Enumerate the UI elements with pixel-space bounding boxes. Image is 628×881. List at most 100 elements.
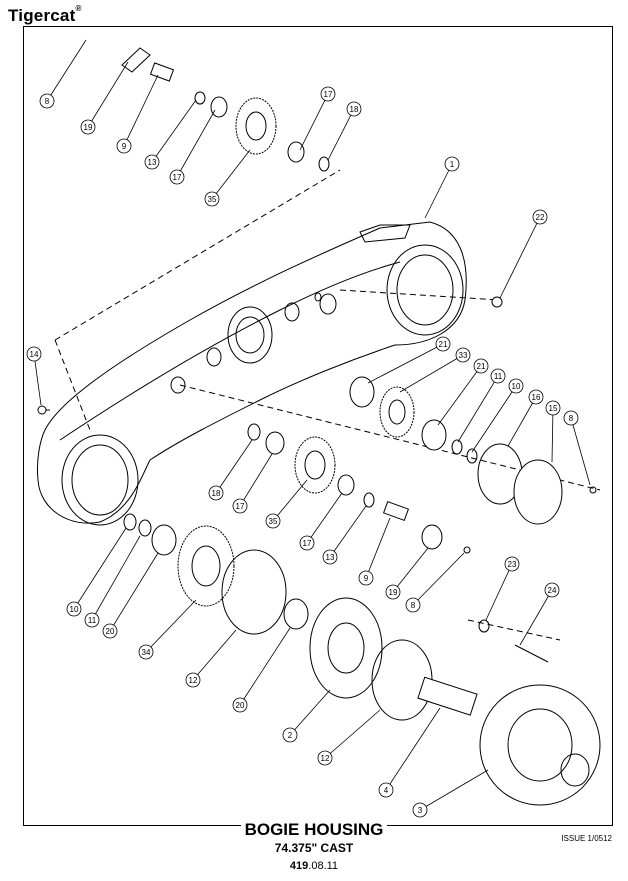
callout-label: 33 [459, 351, 468, 360]
callout-circle [444, 156, 460, 172]
page-number-suffix: .08.11 [308, 860, 339, 872]
housing-bore-center [227, 306, 273, 364]
bolt-8-center [463, 546, 471, 554]
callout-label: 18 [212, 489, 221, 498]
ring-11-left [138, 519, 152, 537]
callout-circle [265, 513, 281, 529]
callout-label: 23 [508, 560, 517, 569]
hub-3 [479, 684, 601, 806]
callout-circle [116, 138, 132, 154]
callout-circle [208, 485, 224, 501]
callout-circle [282, 727, 298, 743]
callout-circle [204, 191, 220, 207]
callout-circle [545, 400, 561, 416]
ring-10-right [466, 448, 478, 464]
bearing-21-lower [421, 419, 447, 451]
callout-circle [232, 498, 248, 514]
callout-circle [322, 549, 338, 565]
callout-label: 10 [70, 605, 79, 614]
callout-label: 19 [84, 123, 93, 132]
brand-name: Tigercat [8, 6, 76, 25]
brand-logo: Tigercat® [8, 4, 82, 26]
oring-12-right [371, 639, 433, 721]
page-subtitle: 74.375" CAST [274, 841, 354, 855]
bearing-20-center [283, 598, 309, 630]
housing-bore-right [386, 244, 464, 336]
callout-label: 3 [418, 806, 423, 815]
bolt-24 [514, 644, 549, 663]
callout-circle [532, 209, 548, 225]
housing-bore-left [61, 434, 139, 526]
callout-label: 12 [189, 676, 198, 685]
callout-label: 11 [494, 372, 503, 381]
bearing-17-top [210, 96, 228, 118]
callout-label: 13 [326, 553, 335, 562]
callout-label: 35 [208, 195, 217, 204]
callout-label: 18 [350, 105, 359, 114]
callout-label: 35 [269, 517, 278, 526]
callout-label: 34 [142, 648, 151, 657]
plate-19-top [121, 47, 151, 73]
callout-label: 16 [532, 393, 541, 402]
plate-19-center [421, 524, 443, 550]
callout-circle [358, 570, 374, 586]
callout-circle [320, 86, 336, 102]
callout-label: 20 [236, 701, 245, 710]
callout-circle [102, 623, 118, 639]
callout-circle [66, 601, 82, 617]
callout-label: 4 [384, 786, 389, 795]
brand-registered-mark: ® [75, 4, 82, 13]
callout-circle [232, 697, 248, 713]
callout-label: 15 [549, 404, 558, 413]
callout-label: 21 [477, 362, 486, 371]
gear-35-top [235, 97, 277, 155]
callout-circle [39, 93, 55, 109]
bearing-17c [337, 474, 355, 496]
callout-label: 8 [411, 601, 416, 610]
callout-circle [84, 612, 100, 628]
callout-label: 17 [236, 502, 245, 511]
callout-circle [80, 119, 96, 135]
callout-circle [473, 358, 489, 374]
callout-circle [508, 378, 524, 394]
callout-circle [544, 582, 560, 598]
pin-9-top [149, 62, 175, 82]
callout-group: 8199131735171812214213321111016158181735… [26, 39, 591, 818]
page-number: 419.08.11 [0, 860, 628, 872]
callout-circle [185, 672, 201, 688]
gear-34 [177, 525, 235, 607]
callout-label: 20 [106, 627, 115, 636]
callout-circle [435, 336, 451, 352]
callout-label: 2 [288, 731, 293, 740]
issue-label: ISSUE 1/0512 [561, 834, 612, 843]
ring-10-left [123, 513, 137, 531]
ring-13-top [194, 91, 206, 105]
callout-label: 9 [364, 574, 369, 583]
callout-circle [144, 154, 160, 170]
callout-circle [455, 347, 471, 363]
gear-33 [379, 386, 415, 438]
bearing-17b-top [287, 141, 305, 163]
ring-13-center [363, 492, 375, 508]
callout-label: 10 [512, 382, 521, 391]
callout-circle [138, 644, 154, 660]
title-text: BOGIE HOUSING [240, 820, 388, 839]
callout-circle [26, 346, 42, 362]
callout-label: 1 [450, 160, 455, 169]
bearing-17-center [265, 431, 285, 455]
bolt-14 [37, 405, 47, 415]
oring-12-left [221, 549, 287, 635]
bolt-22 [491, 296, 503, 308]
bearing-20-left [151, 524, 177, 556]
callout-circle [412, 802, 428, 818]
callout-circle [346, 101, 362, 117]
callout-label: 17 [303, 539, 312, 548]
washer-23 [478, 619, 490, 633]
callout-label: 9 [122, 142, 127, 151]
callout-label: 12 [321, 754, 330, 763]
callout-label: 8 [45, 97, 50, 106]
ring-11-right [451, 439, 463, 455]
seal-18-center [247, 423, 261, 441]
callout-circle [504, 556, 520, 572]
